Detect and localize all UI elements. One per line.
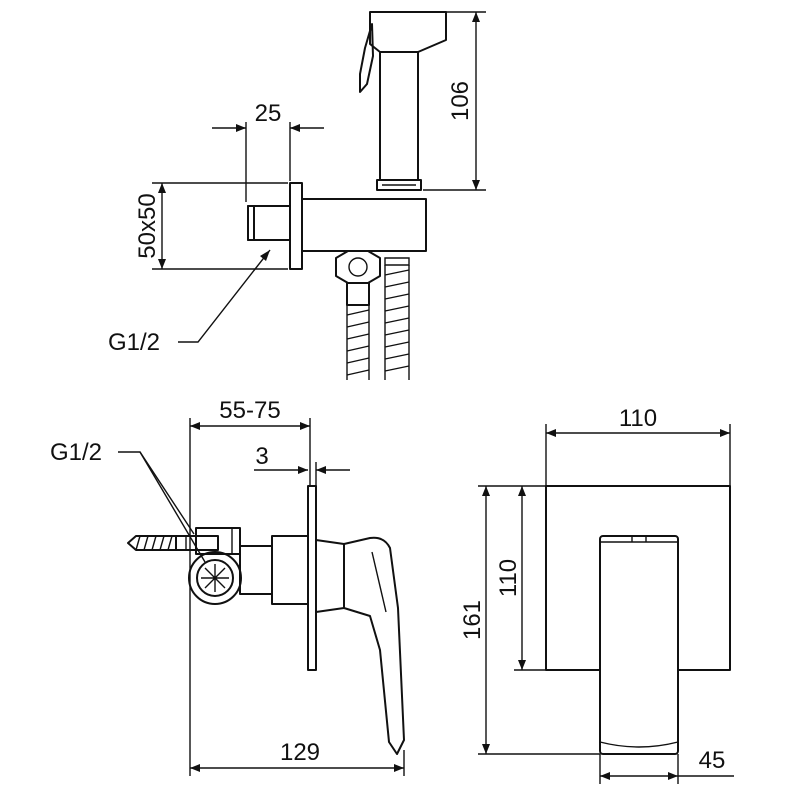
front-lever [599, 535, 679, 755]
stub-rim [247, 205, 255, 241]
thread-nut [188, 551, 242, 605]
outlet-body [301, 198, 427, 252]
cartridge-housing [239, 545, 273, 595]
front-view: 110 110 161 45 [459, 405, 734, 784]
side-dim-plate: 3 [255, 443, 268, 470]
top-view: 25 50x50 106 G1/2 [108, 11, 486, 380]
front-dim-total-height: 161 [459, 600, 486, 640]
top-dim-flange: 50x50 [134, 193, 161, 258]
shower-trigger [359, 23, 374, 93]
front-dim-lever-width: 45 [699, 747, 726, 774]
wall-flange [289, 182, 303, 270]
top-dim-height: 106 [447, 81, 474, 121]
top-thread-label: G1/2 [108, 329, 160, 356]
shower-head [369, 11, 447, 53]
cover-plate [307, 485, 317, 671]
lever-collar [315, 539, 345, 613]
shower-handle [379, 51, 419, 181]
anchor-screw [127, 535, 219, 551]
mixer-body [271, 535, 309, 605]
side-thread-label: G1/2 [50, 439, 102, 466]
hose-nut [335, 250, 381, 284]
side-dim-length: 129 [280, 739, 320, 766]
handle-ring [376, 179, 422, 191]
side-view: 55-75 3 129 G1/2 [50, 397, 405, 776]
flexible-hose [346, 257, 410, 380]
hose-connector [346, 282, 370, 306]
front-dim-width: 110 [619, 405, 657, 432]
top-dim-width: 25 [255, 100, 282, 127]
front-dim-plate-height: 110 [495, 559, 522, 597]
side-dim-depth: 55-75 [219, 397, 280, 424]
lever-handle [343, 536, 405, 755]
